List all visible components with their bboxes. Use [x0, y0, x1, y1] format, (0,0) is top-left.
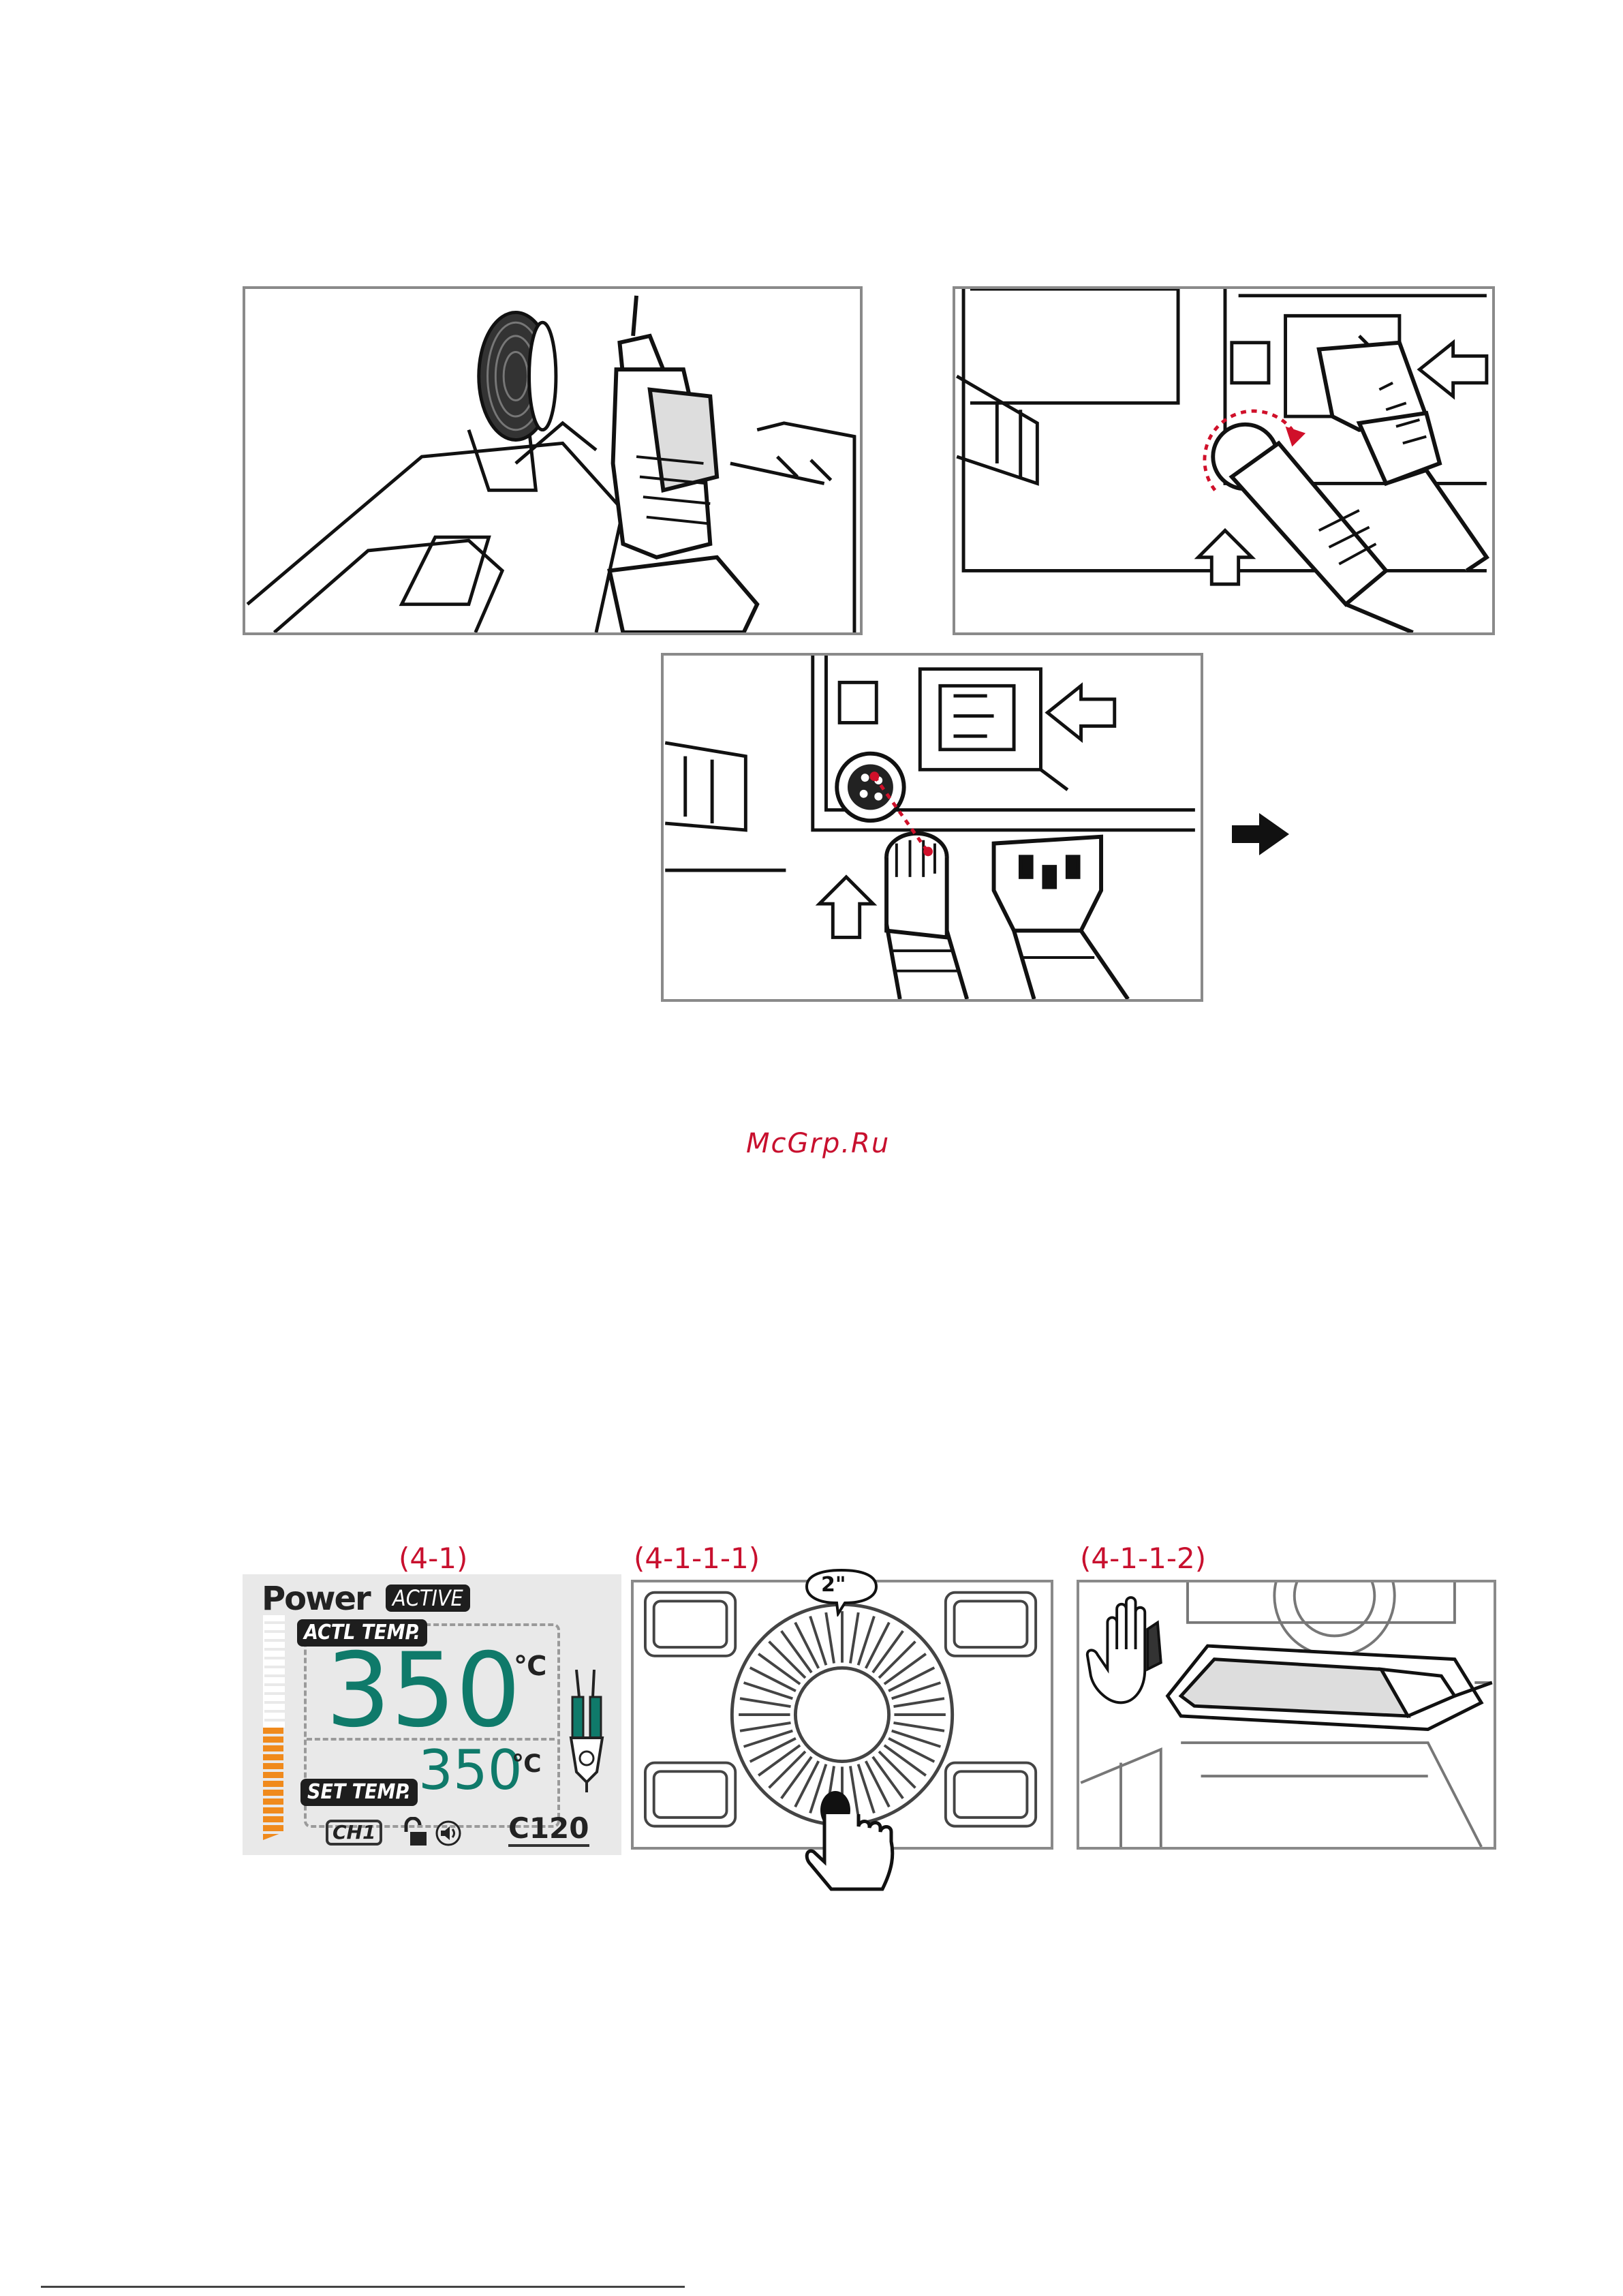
knob-panel: 2" — [631, 1580, 1053, 1850]
back-panel-connected — [953, 286, 1495, 635]
handpiece-socket-icon — [837, 754, 903, 821]
status-badge: ACTIVE — [386, 1585, 470, 1612]
tip-code: C120 — [508, 1813, 589, 1847]
set-temp-unit: ℃ — [512, 1750, 542, 1778]
footer-rule — [41, 2286, 685, 2288]
next-step-arrow-icon — [1232, 813, 1289, 855]
display-figure-caption: (4-1) — [399, 1542, 467, 1575]
back-panel-illustration — [955, 289, 1492, 632]
back-panel-unplugged — [661, 653, 1203, 1002]
back-panel-unplugged-illustration — [664, 656, 1201, 999]
watermark: McGrp.Ru — [746, 1128, 890, 1159]
lcd-display: Power ACTIVE ACTL TEMP. 350 ℃ SET TEMP. … — [243, 1574, 621, 1855]
actual-temp-unit: ℃ — [514, 1651, 546, 1682]
handpiece-icon — [563, 1670, 610, 1792]
actual-temp-value: 350 — [326, 1640, 521, 1742]
finger-press-icon — [804, 1787, 899, 1896]
handpiece-plug-icon — [886, 833, 967, 999]
set-temp-label: SET TEMP. — [300, 1779, 418, 1806]
stand-figure-caption: (4-1-1-2) — [1080, 1542, 1206, 1575]
power-label: Power — [262, 1580, 370, 1618]
solder-reel-icon — [479, 312, 556, 440]
lock-icon — [401, 1817, 428, 1847]
set-temp-value: 350 — [418, 1743, 523, 1798]
power-level-bar — [263, 1615, 283, 1840]
power-level-fill — [263, 1728, 283, 1840]
station-reel-panel — [243, 286, 863, 635]
station-reel-illustration — [245, 289, 860, 632]
power-cord-plug-icon — [994, 837, 1128, 999]
hand-icon — [1087, 1597, 1161, 1702]
sponge-tray-icon — [1168, 1646, 1492, 1729]
tip-stand-illustration — [1079, 1582, 1494, 1847]
channel-indicator: CH1 — [326, 1820, 382, 1846]
stand-panel — [1077, 1580, 1496, 1850]
hold-time-label: 2" — [821, 1573, 846, 1597]
knob-figure-caption: (4-1-1-1) — [634, 1542, 760, 1575]
speaker-icon — [435, 1820, 462, 1847]
